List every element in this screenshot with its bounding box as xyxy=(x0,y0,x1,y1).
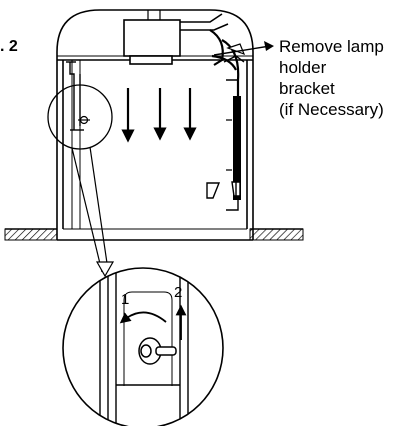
screw xyxy=(138,337,177,365)
step-2-label: 2 xyxy=(174,284,183,301)
left-clip-bracket xyxy=(66,61,84,131)
callout-line-3: bracket xyxy=(279,79,335,98)
callout-text: Remove lamp holder bracket (if Necessary… xyxy=(279,36,407,120)
magnified-detail xyxy=(62,267,224,429)
junction-box xyxy=(123,10,229,65)
step-1-label: 1 xyxy=(121,291,130,308)
callout-line-1: Remove lamp xyxy=(279,37,384,56)
detail-marker xyxy=(47,84,113,150)
figure-number: . 2 xyxy=(0,38,18,55)
callout-line-4: (if Necessary) xyxy=(279,100,384,119)
callout-leader xyxy=(213,41,274,56)
callout-line-2: holder xyxy=(279,58,327,77)
rotate-arrow-icon xyxy=(119,311,167,324)
detail-leader xyxy=(71,146,115,278)
ceiling xyxy=(4,228,304,241)
retaining-tabs xyxy=(206,181,241,199)
down-arrow-icon xyxy=(121,88,197,143)
